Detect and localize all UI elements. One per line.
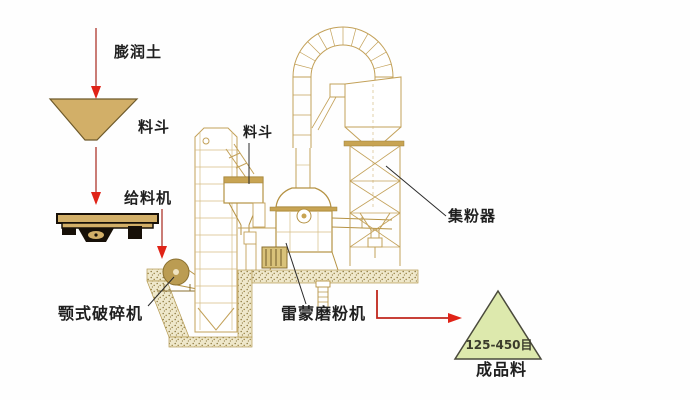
arrow-head-bentonite [91,86,101,99]
label-hopper-center: 料斗 [243,125,273,141]
label-feeder: 给料机 [124,189,173,207]
raymond-mill-machine [261,148,393,307]
label-bentonite: 膨润土 [114,43,163,61]
label-finished-product: 成品料 [476,360,528,379]
arrow-head-feeder [91,192,101,205]
ground-band [251,269,419,284]
mill-piping [238,202,288,270]
label-leader-lines [147,143,447,307]
label-jaw-crusher: 颚式破碎机 [58,304,144,323]
arrow-head-product [448,313,462,323]
powder-collector-machine [311,76,405,266]
pit-right-wall [237,269,253,338]
air-duct-elbow [292,26,394,148]
finished-product-triangle [453,289,543,360]
feeder-machine [56,213,159,242]
pit-left-wall [146,280,190,338]
pit-floor [168,336,253,348]
mill-hopper [223,176,264,235]
feed-hopper-shape [48,98,139,141]
label-mesh-range: 125-450目 [465,338,533,352]
flow-arrows [91,28,462,323]
arrow-head-crusher [157,246,167,259]
label-raymond-mill: 雷蒙磨粉机 [281,304,367,323]
label-collector: 集粉器 [448,207,497,225]
label-hopper-left: 料斗 [138,118,171,136]
